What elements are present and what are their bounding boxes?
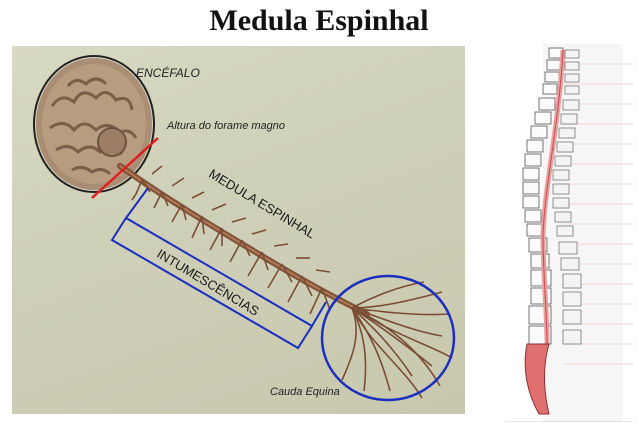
page-title: Medula Espinhal bbox=[209, 4, 429, 37]
vertebral-column-illustration bbox=[503, 44, 635, 422]
intumescence-pointer-cervical bbox=[125, 187, 149, 219]
spinal-cord-photo: ENCÉFALO Altura do forame magno MEDULA E… bbox=[12, 46, 465, 414]
label-encefalo: ENCÉFALO bbox=[136, 66, 200, 80]
vertebral-column-svg bbox=[505, 44, 633, 422]
foramen-magnum-line bbox=[91, 137, 159, 199]
brain-circle-marker bbox=[33, 55, 155, 193]
sacrum bbox=[524, 343, 550, 415]
cauda-equina-circle bbox=[320, 274, 456, 402]
cauda-equina-strands bbox=[341, 281, 453, 399]
spinous-processes bbox=[552, 49, 582, 345]
label-cauda-equina: Cauda Equina bbox=[270, 386, 340, 398]
brain-illustration bbox=[36, 58, 152, 190]
nerve-roots bbox=[131, 165, 331, 315]
label-forame-magno: Altura do forame magno bbox=[167, 120, 286, 132]
spinal-cord-illustration bbox=[33, 55, 456, 402]
intumescence-pointer-lumbar bbox=[311, 301, 327, 327]
intumescences-box bbox=[110, 216, 314, 350]
